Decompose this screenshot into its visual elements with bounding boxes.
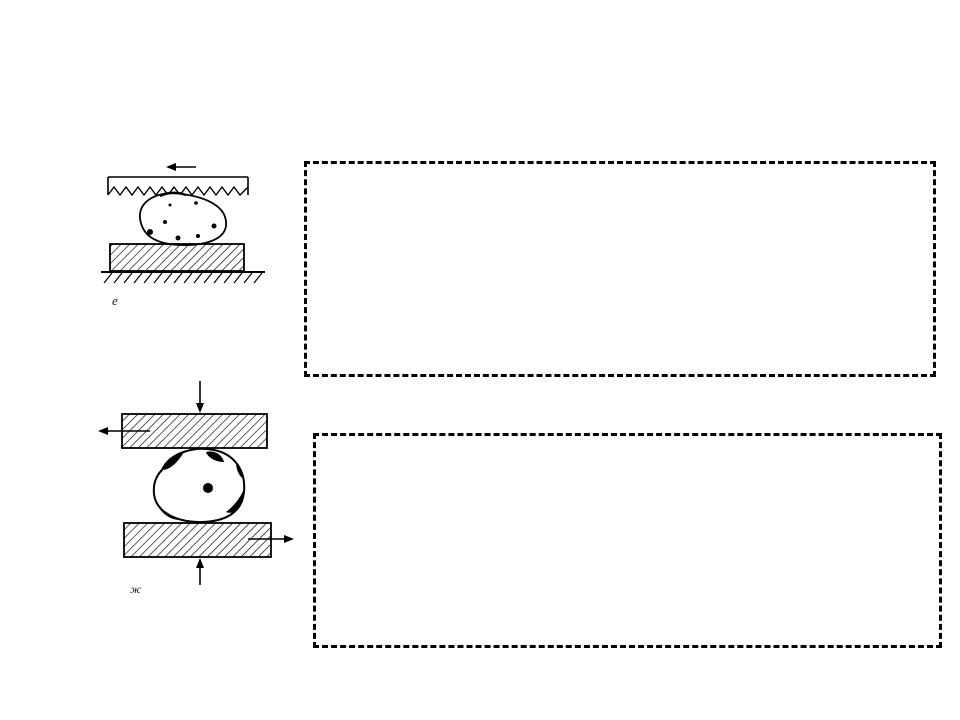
support-block [109, 243, 245, 272]
answer-box-1[interactable] [304, 161, 936, 377]
motion-arrow-left-icon [166, 163, 196, 171]
shear-arrow-left-icon [98, 427, 150, 435]
particle-grain-2 [152, 447, 246, 524]
ground-base [101, 271, 265, 284]
shear-arrow-right-icon [248, 535, 294, 543]
figure-zh [98, 381, 294, 585]
figure-e [101, 163, 265, 284]
force-arrow-up-icon [196, 558, 204, 585]
force-arrow-down-icon [196, 381, 204, 413]
figure-label-zh: ж [130, 582, 142, 596]
answer-box-2[interactable] [313, 433, 942, 648]
particle-grain-1 [139, 191, 227, 246]
serrated-surface [107, 176, 249, 197]
lower-plate [123, 522, 272, 558]
figure-label-e: e [112, 293, 118, 308]
